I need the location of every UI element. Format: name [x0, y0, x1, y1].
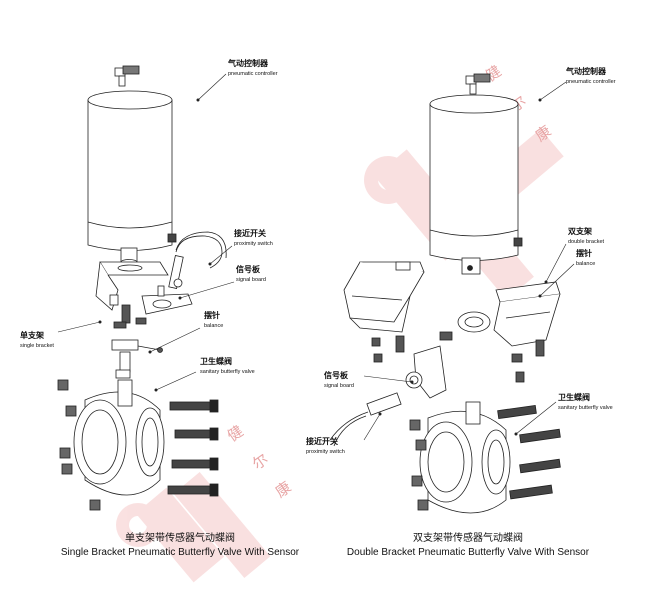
- label-en: proximity switch: [234, 241, 273, 247]
- label-en: signal board: [324, 383, 354, 389]
- label-cn: 信号板: [236, 264, 261, 274]
- label-en: signal board: [236, 277, 266, 283]
- label-en: proximity switch: [306, 449, 345, 455]
- callout-signal-board-left: 信号板 signal board: [236, 264, 266, 283]
- double-bracket-left-part: [343, 261, 425, 333]
- label-en: sanitary butterfly valve: [558, 405, 613, 411]
- mounting-bolt-icon: [371, 335, 545, 383]
- label-cn: 气动控制器: [227, 58, 269, 68]
- sanitary-butterfly-valve-part: [73, 379, 165, 496]
- signal-board-part: [405, 345, 447, 399]
- label-cn: 卫生蝶阀: [200, 356, 232, 366]
- callout-pneumatic-controller-right: 气动控制器 pneumatic controller: [565, 66, 616, 85]
- label-cn: 气动控制器: [565, 66, 607, 76]
- label-cn: 双支架: [568, 226, 592, 236]
- callout-balance-right: 摆针 balance: [576, 248, 595, 267]
- label-en: balance: [204, 323, 223, 329]
- label-en: pneumatic controller: [566, 79, 616, 85]
- hex-nut-icon: [57, 379, 101, 511]
- caption-left: 单支架带传感器气动蝶阀 Single Bracket Pneumatic But…: [30, 532, 330, 560]
- leader-lines-left: [57, 73, 235, 392]
- proximity-switch-part: [329, 392, 402, 447]
- air-fitting-icon: [465, 73, 491, 95]
- watermark-char: 尔: [249, 450, 272, 473]
- watermark-logo-left: [116, 471, 271, 583]
- double-bracket-right-part: [493, 281, 561, 347]
- label-en: single bracket: [20, 343, 54, 349]
- callout-single-bracket-left: 单支架 single bracket: [20, 330, 54, 349]
- label-en: double bracket: [568, 239, 605, 245]
- double-bracket-assembly: [329, 73, 561, 514]
- long-bolt-icon: [497, 404, 561, 500]
- label-cn: 卫生蝶阀: [558, 392, 590, 402]
- label-en: sanitary butterfly valve: [200, 369, 255, 375]
- callout-proximity-switch-left: 接近开关 proximity switch: [234, 228, 273, 247]
- caption-right-en: Double Bracket Pneumatic Butterfly Valve…: [346, 547, 590, 558]
- watermark-chars-bottom: 健 尔 康: [224, 422, 295, 501]
- label-cn: 摆针: [204, 310, 220, 320]
- callout-proximity-switch-right: 接近开关 proximity switch: [306, 436, 345, 455]
- watermark-char: 健: [224, 422, 247, 445]
- proximity-switch-part: [168, 231, 227, 289]
- caption-right-cn: 双支架带传感器气动蝶阀: [413, 533, 523, 544]
- callout-sanitary-valve-left: 卫生蝶阀 sanitary butterfly valve: [200, 356, 255, 375]
- label-cn: 单支架: [20, 330, 44, 340]
- watermark-char: 康: [272, 478, 295, 501]
- callout-sanitary-valve-right: 卫生蝶阀 sanitary butterfly valve: [558, 392, 613, 411]
- callout-double-bracket-right: 双支架 double bracket: [568, 226, 605, 245]
- signal-board-part: [141, 285, 193, 315]
- label-en: pneumatic controller: [228, 71, 278, 77]
- label-cn: 信号板: [324, 370, 349, 380]
- single-bracket-part: [95, 261, 169, 311]
- pneumatic-controller-cylinder: [87, 90, 177, 265]
- long-bolt-icon: [167, 399, 219, 497]
- clamp-ring-part: [439, 311, 491, 341]
- pneumatic-controller-cylinder: [429, 94, 523, 275]
- air-fitting-icon: [114, 65, 140, 87]
- label-cn: 接近开关: [306, 436, 338, 446]
- caption-right: 双支架带传感器气动蝶阀 Double Bracket Pneumatic But…: [318, 532, 618, 560]
- callout-pneumatic-controller-left: 气动控制器 pneumatic controller: [227, 58, 278, 77]
- sanitary-butterfly-valve-part: [419, 401, 511, 514]
- hex-nut-icon: [409, 419, 429, 511]
- label-cn: 摆针: [576, 248, 592, 258]
- leader-lines-right: [363, 81, 575, 441]
- single-bracket-assembly: [57, 65, 227, 511]
- mounting-bolt-icon: [113, 304, 147, 329]
- label-cn: 接近开关: [234, 228, 266, 238]
- callout-signal-board-right: 信号板 signal board: [324, 370, 354, 389]
- balance-pin-part: [111, 339, 163, 379]
- caption-left-en: Single Bracket Pneumatic Butterfly Valve…: [60, 547, 300, 558]
- caption-left-cn: 单支架带传感器气动蝶阀: [125, 533, 235, 544]
- label-en: balance: [576, 261, 595, 267]
- callout-balance-left: 摆针 balance: [204, 310, 223, 329]
